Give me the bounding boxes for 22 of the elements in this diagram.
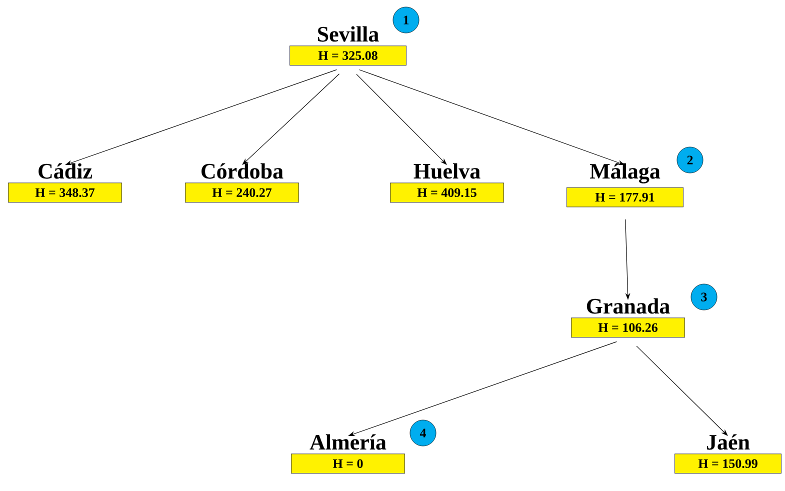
city-node: Granada H = 106.26 — [570, 298, 686, 338]
city-node: Córdoba H = 240.27 — [184, 163, 300, 202]
number-badge: 1 — [392, 6, 420, 34]
node-label: Córdoba — [202, 163, 284, 179]
city-node: Cádiz H = 348.37 — [8, 163, 122, 202]
node-label: Jaén — [706, 434, 750, 450]
city-node: Málaga H = 177.91 — [566, 163, 684, 208]
node-label: Cádiz — [38, 163, 92, 179]
number-badge: 4 — [410, 420, 436, 446]
city-node: Jaén H = 150.99 — [674, 434, 782, 474]
node-label: Huelva — [414, 163, 480, 179]
node-label: Málaga — [590, 163, 660, 184]
node-label: Granada — [586, 298, 670, 314]
node-label: Almería — [310, 434, 386, 450]
arrow — [242, 74, 340, 165]
arrow — [636, 346, 728, 436]
city-node: Almería H = 0 — [290, 434, 406, 474]
number-badge: 2 — [676, 146, 704, 174]
arrow — [356, 74, 447, 165]
node-label: Sevilla — [318, 26, 379, 42]
number-badge: 3 — [690, 284, 718, 310]
city-node: Huelva H = 409.15 — [390, 163, 504, 203]
